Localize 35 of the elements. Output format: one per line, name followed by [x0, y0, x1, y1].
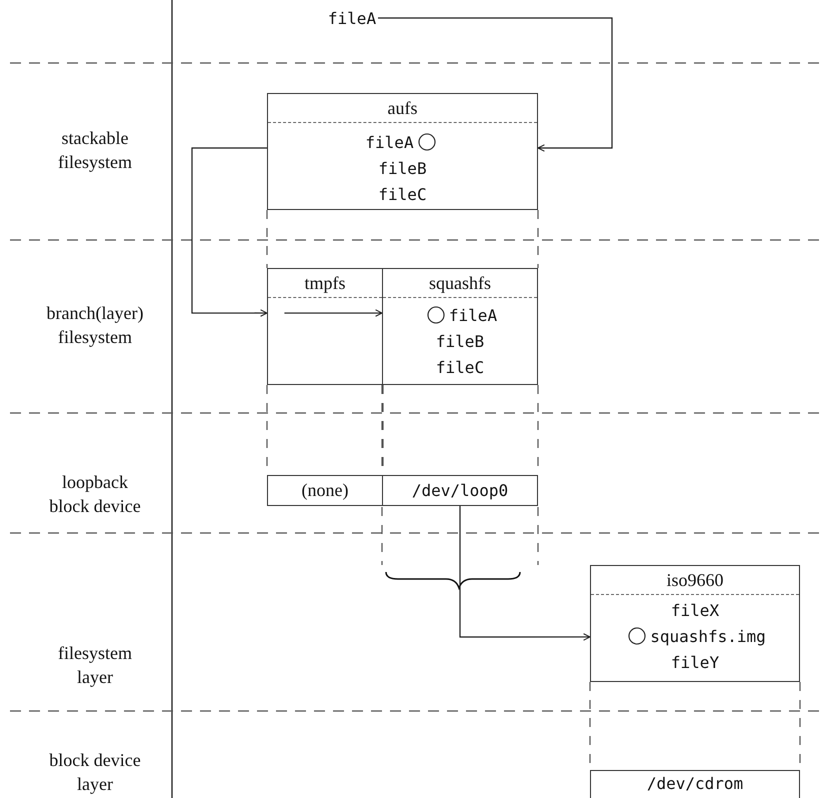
device-name: /dev/loop0 — [412, 481, 508, 500]
filesystem-box — [267, 268, 383, 385]
filename-text: squashfs.img — [650, 626, 766, 646]
layer-label: filesystem layer — [57, 642, 133, 689]
filesystem-heading: aufs — [268, 94, 537, 123]
arrow — [459, 506, 591, 641]
device-box — [590, 770, 800, 798]
filename-text: fileA — [448, 306, 498, 324]
filename-text: fileA — [365, 132, 414, 152]
device-name: /dev/cdrom — [646, 774, 744, 792]
arrow — [284, 309, 383, 317]
device-box — [382, 475, 538, 506]
layer-label: stackable filesystem — [57, 127, 133, 174]
filesystem-box — [382, 268, 538, 385]
filename-text: fileX — [670, 600, 720, 620]
dashed-connector — [537, 210, 539, 268]
layer-label: loopback block device — [48, 471, 142, 518]
filename-text: fileB — [436, 332, 484, 350]
arrow — [191, 147, 268, 317]
filesystem-box — [267, 93, 538, 210]
layer-label: block device layer — [48, 749, 142, 796]
filesystem-heading: tmpfs — [268, 269, 382, 298]
filesystem-heading: squashfs — [383, 269, 537, 298]
filesystem-heading: iso9660 — [591, 566, 799, 595]
filename-text: fileB — [378, 158, 427, 178]
device-box — [267, 475, 383, 506]
filesystem-box — [590, 565, 800, 682]
dashed-connector — [266, 210, 268, 268]
layer-label: branch(layer) filesystem — [46, 302, 144, 349]
device-name: (none) — [302, 480, 348, 501]
filename-text: fileY — [670, 652, 720, 672]
filename-text: fileA — [328, 8, 376, 28]
filename-text: fileC — [378, 184, 427, 204]
arrow — [378, 17, 613, 152]
filename-text: fileC — [436, 358, 484, 376]
